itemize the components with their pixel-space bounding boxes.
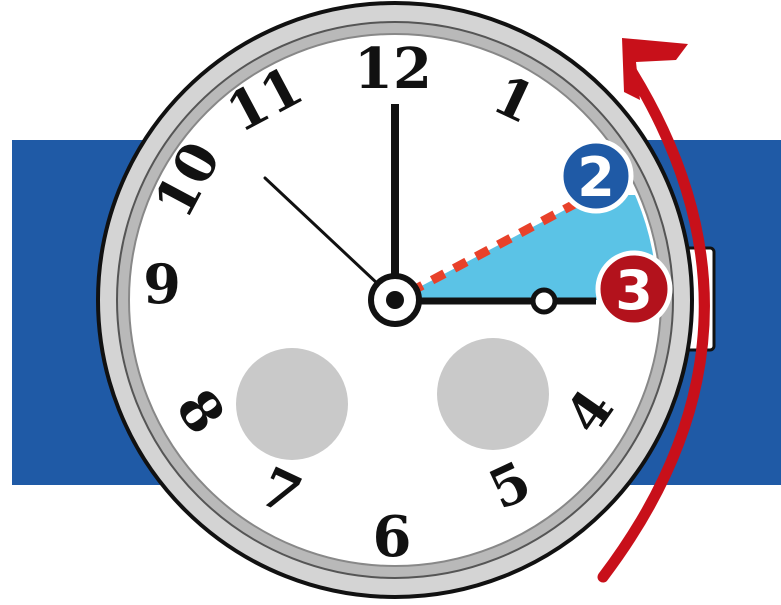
hour-hand-pivot-dot	[533, 290, 555, 312]
numeral-9: 9	[143, 252, 181, 316]
subdial-left	[236, 348, 348, 460]
arrow-head	[622, 38, 688, 100]
numeral-12: 12	[354, 36, 432, 102]
numeral-6: 6	[373, 504, 412, 570]
subdial-right	[437, 338, 549, 450]
badge-new-hour-label: 3	[615, 259, 653, 322]
center-cap-dot	[386, 291, 404, 309]
badge-old-hour-label: 2	[577, 146, 615, 209]
